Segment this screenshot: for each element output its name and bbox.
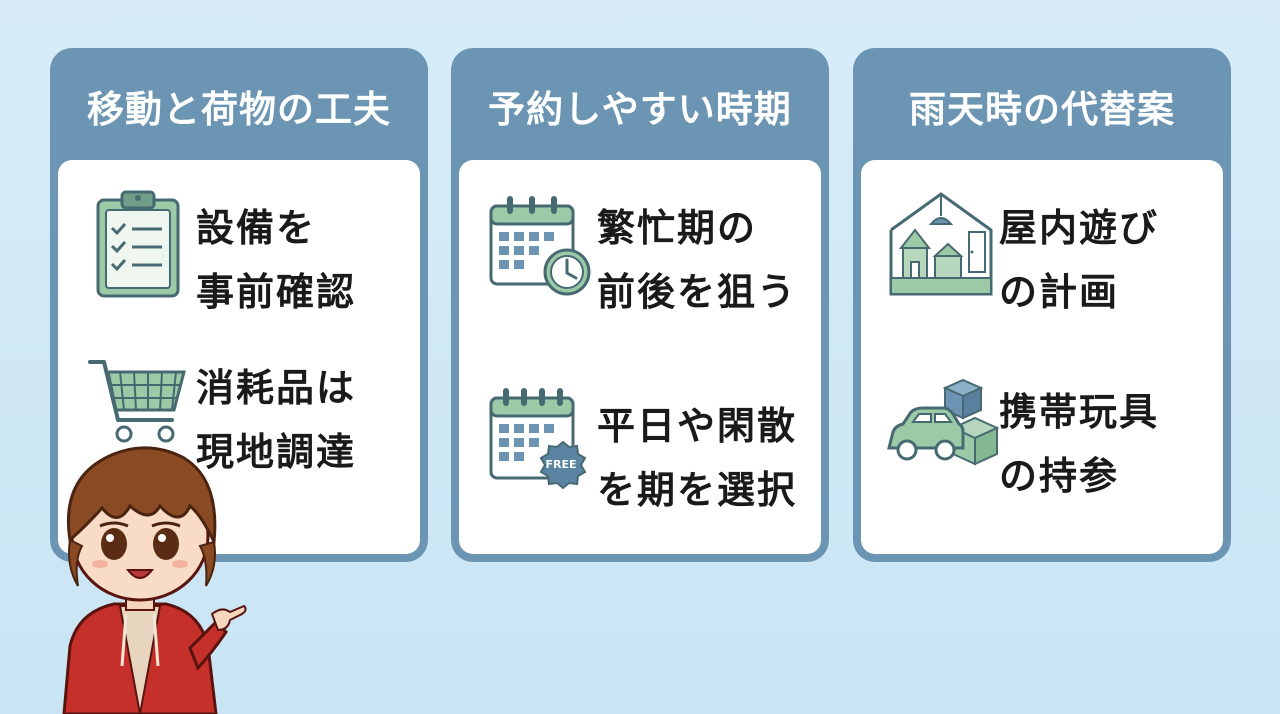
shopping-cart-icon (88, 360, 186, 443)
list-item: 繁忙期の 前後を狙う (459, 182, 821, 332)
card-title: 予約しやすい時期 (488, 88, 792, 131)
item-text: 繁忙期の 前後を狙う (597, 206, 798, 314)
item-text: 平日や閑散 を期を選択 (597, 404, 798, 512)
card-body: 屋内遊び の計画 携帯玩具 の持参 (861, 160, 1223, 554)
list-item: 消耗品は 現地調達 (58, 342, 420, 492)
card-rainy-day: 雨天時の代替案 屋内遊び の計画 (853, 48, 1231, 562)
item-text: 消耗品は 現地調達 (196, 366, 357, 474)
calendar-clock-icon (489, 196, 591, 296)
free-badge-label: FREE (545, 458, 577, 471)
card-title: 移動と荷物の工夫 (87, 88, 391, 131)
card-body: 設備を 事前確認 消耗品は 現地調達 (58, 160, 420, 554)
calendar-free-icon (489, 388, 587, 490)
card-body: 繁忙期の 前後を狙う FREE 平日や閑散 (459, 160, 821, 554)
item-text: 設備を 事前確認 (196, 206, 357, 314)
item-text: 屋内遊び の計画 (999, 206, 1160, 314)
mascot-boy-pointing-icon (62, 446, 247, 714)
card-title: 雨天時の代替案 (909, 88, 1175, 131)
list-item: FREE 平日や閑散 を期を選択 (459, 380, 821, 530)
list-item: 携帯玩具 の持参 (861, 366, 1223, 516)
indoor-playroom-icon (889, 192, 993, 296)
list-item: 設備を 事前確認 (58, 182, 420, 332)
clipboard-checklist-icon (96, 190, 180, 298)
toy-car-blocks-icon (887, 378, 1000, 466)
item-text: 携帯玩具 の持参 (999, 390, 1160, 498)
list-item: 屋内遊び の計画 (861, 182, 1223, 332)
card-booking-season: 予約しやすい時期 繁忙期の 前後を狙う (451, 48, 829, 562)
